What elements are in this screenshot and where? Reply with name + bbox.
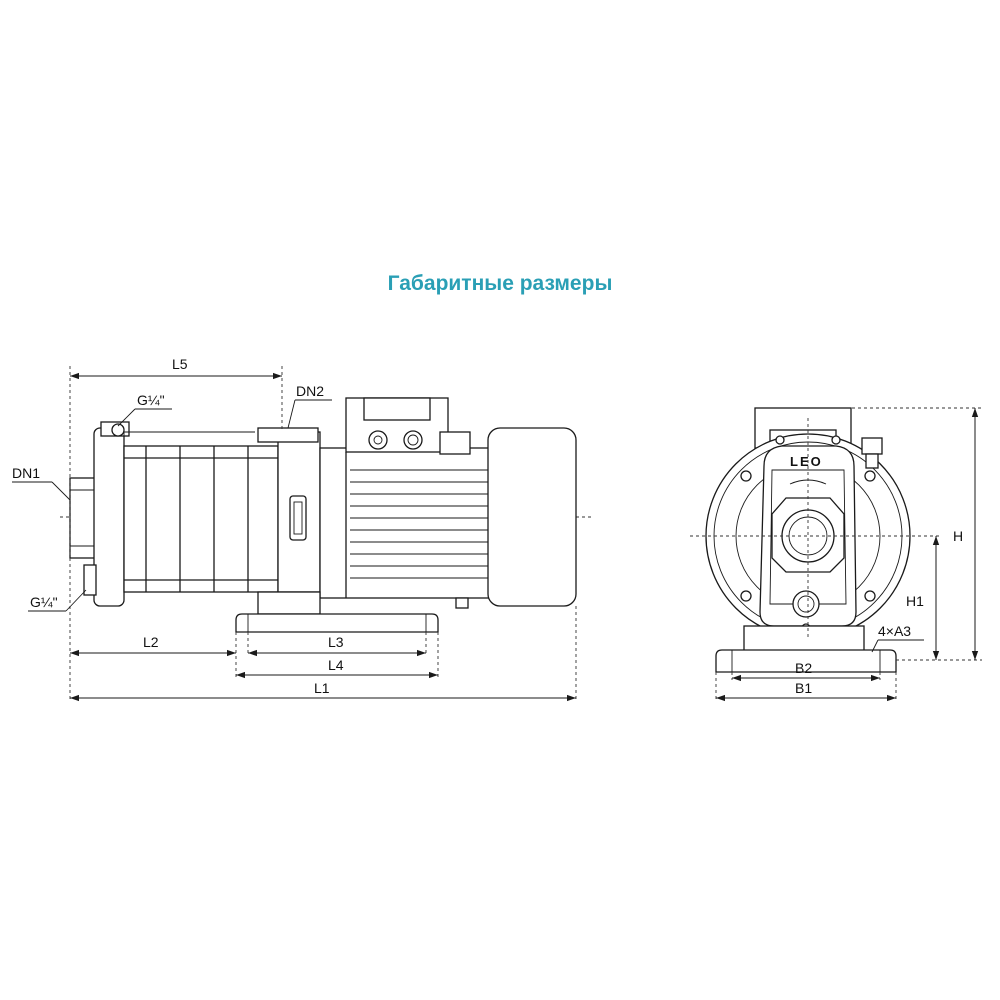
pump-base <box>235 591 439 633</box>
motor <box>319 397 491 609</box>
inlet-port <box>69 477 97 559</box>
b2-label: B2 <box>795 660 812 676</box>
b1-label: B1 <box>795 680 812 696</box>
l5-label: L5 <box>172 356 188 372</box>
l1-label: L1 <box>314 680 330 696</box>
fan-cover <box>487 427 577 607</box>
dn2-label: DN2 <box>296 383 324 399</box>
front-view: LEO <box>690 407 982 702</box>
g-quarter-top-label: G¼" <box>137 392 165 408</box>
inlet-flange <box>83 421 130 607</box>
a3-label: 4×A3 <box>878 623 911 639</box>
l2-label: L2 <box>143 634 159 650</box>
h1-label: H1 <box>906 593 924 609</box>
page-title: Габаритные размеры <box>387 272 613 295</box>
leo-logo: LEO <box>790 454 823 469</box>
pump-stages <box>123 431 279 593</box>
l4-label: L4 <box>328 657 344 673</box>
g-quarter-bottom-label: G¼" <box>30 594 58 610</box>
outlet-head <box>257 427 321 593</box>
h-label: H <box>953 528 963 544</box>
side-view: L5 DN2 G¼" DN1 G¼" L2 L3 L4 L1 <box>12 356 592 702</box>
dn1-label: DN1 <box>12 465 40 481</box>
l3-label: L3 <box>328 634 344 650</box>
